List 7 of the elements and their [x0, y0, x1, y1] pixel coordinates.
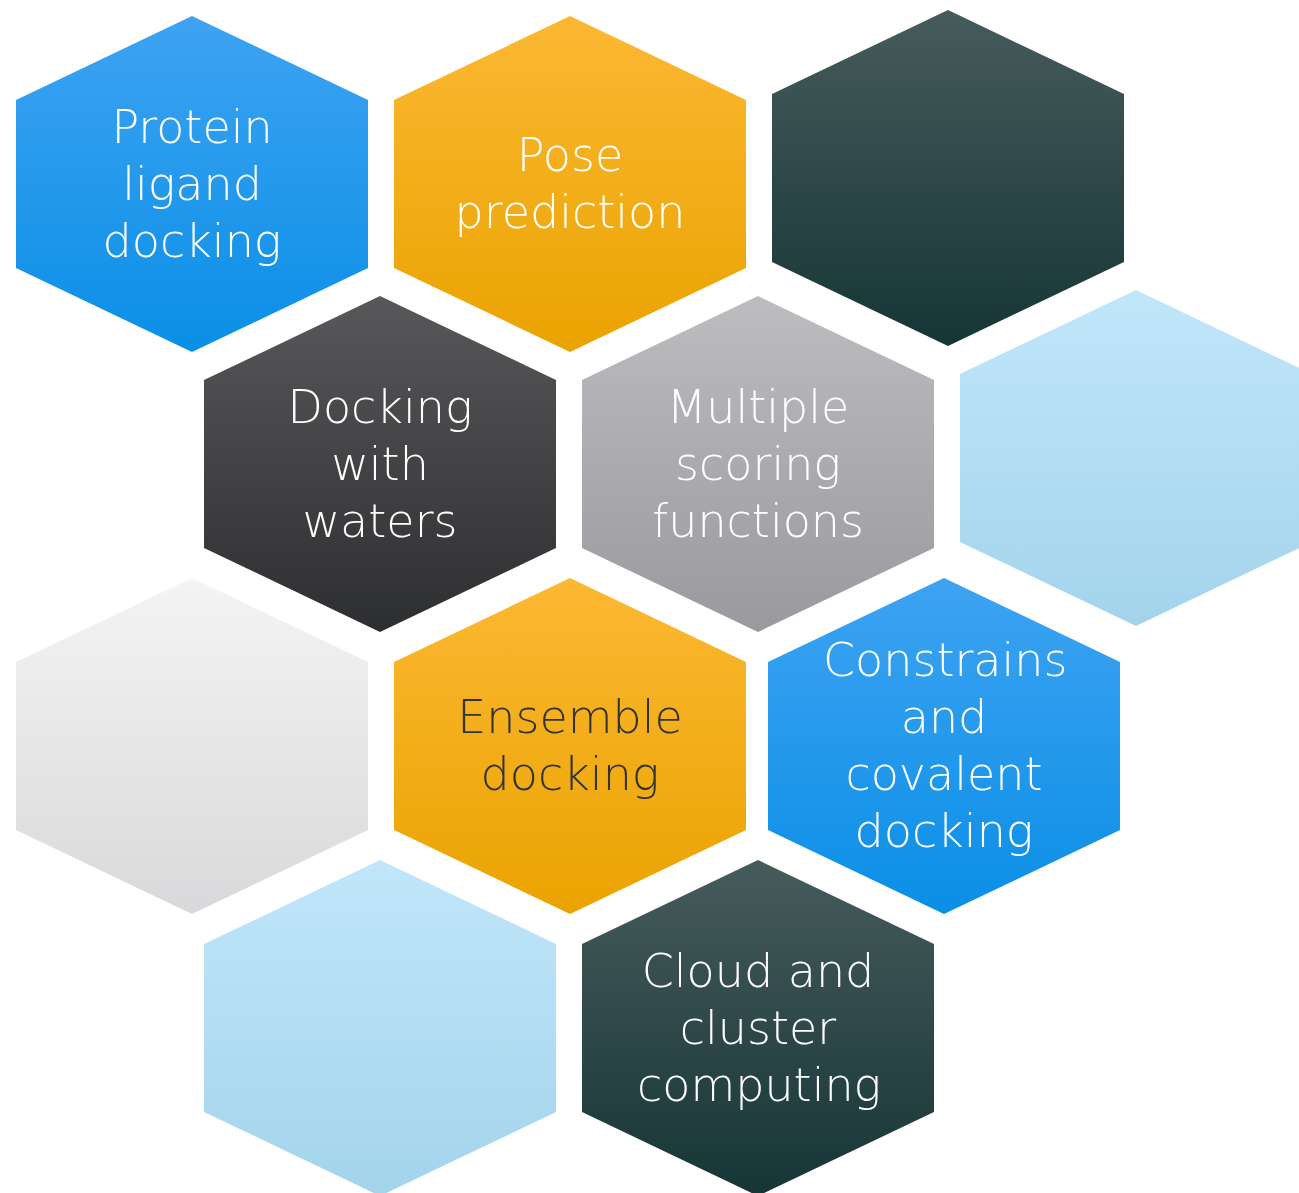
tile-label: Ensemble docking	[456, 689, 684, 803]
tile-label: Protein ligand docking	[101, 98, 283, 270]
tile-label: Docking with waters	[286, 378, 474, 550]
tile-label: Constrains and covalent docking	[823, 632, 1065, 860]
tile-label: Multiple scoring functions	[651, 378, 865, 550]
tile-label: Cloud and cluster computing	[637, 942, 879, 1114]
tile-label: Pose prediction	[453, 127, 687, 241]
